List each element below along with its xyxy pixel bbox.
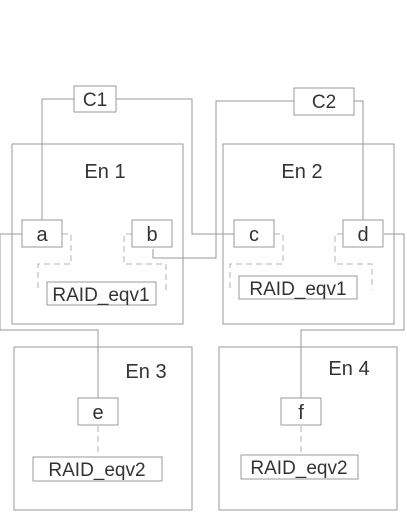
controller-c1-label: C1 bbox=[83, 90, 107, 111]
port-d-label: d bbox=[357, 224, 368, 246]
raid-volume-en3: RAID_eqv2 bbox=[32, 456, 163, 482]
raid-volume-en4: RAID_eqv2 bbox=[240, 454, 359, 480]
port-a: a bbox=[21, 219, 63, 248]
raid-volume-en2-label: RAID_eqv1 bbox=[249, 279, 346, 300]
wire-c2-to-b bbox=[152, 100, 294, 259]
raid-volume-en1-label: RAID_eqv1 bbox=[52, 285, 149, 306]
port-f: f bbox=[280, 397, 322, 426]
controller-c2: C2 bbox=[293, 87, 355, 116]
port-b: b bbox=[131, 219, 173, 248]
enclosure-en3 bbox=[13, 346, 193, 511]
dashed-link-d-raid1 bbox=[334, 233, 373, 290]
port-e: e bbox=[77, 397, 119, 426]
wire-c1-to-c bbox=[116, 98, 234, 235]
wire-c1-to-a bbox=[41, 98, 74, 220]
dashed-link-a-raid1 bbox=[37, 233, 72, 290]
dashed-link-b-raid1 bbox=[123, 233, 167, 290]
wire-d-to-f bbox=[300, 233, 405, 398]
raid-volume-en4-label: RAID_eqv2 bbox=[250, 458, 347, 479]
enclosure-en2-label: En 2 bbox=[281, 161, 322, 183]
port-e-label: e bbox=[92, 402, 103, 424]
wire-a-to-e bbox=[0, 233, 99, 398]
raid-volume-en2: RAID_eqv1 bbox=[238, 275, 358, 300]
enclosure-en4-label: En 4 bbox=[328, 358, 369, 380]
raid-volume-en3-label: RAID_eqv2 bbox=[48, 460, 145, 481]
controller-c2-label: C2 bbox=[312, 92, 336, 113]
port-c: c bbox=[233, 219, 275, 248]
port-d: d bbox=[342, 219, 384, 248]
wire-c2-to-d bbox=[354, 100, 364, 220]
enclosure-en4 bbox=[218, 346, 398, 511]
port-b-label: b bbox=[146, 224, 157, 246]
port-f-label: f bbox=[298, 402, 304, 424]
dashed-link-c-raid1 bbox=[229, 233, 284, 290]
enclosure-en1-label: En 1 bbox=[84, 161, 125, 183]
controller-c1: C1 bbox=[73, 85, 117, 113]
port-a-label: a bbox=[36, 224, 48, 246]
raid-volume-en1: RAID_eqv1 bbox=[46, 281, 157, 306]
port-c-label: c bbox=[249, 224, 259, 246]
enclosure-en3-label: En 3 bbox=[125, 361, 166, 383]
